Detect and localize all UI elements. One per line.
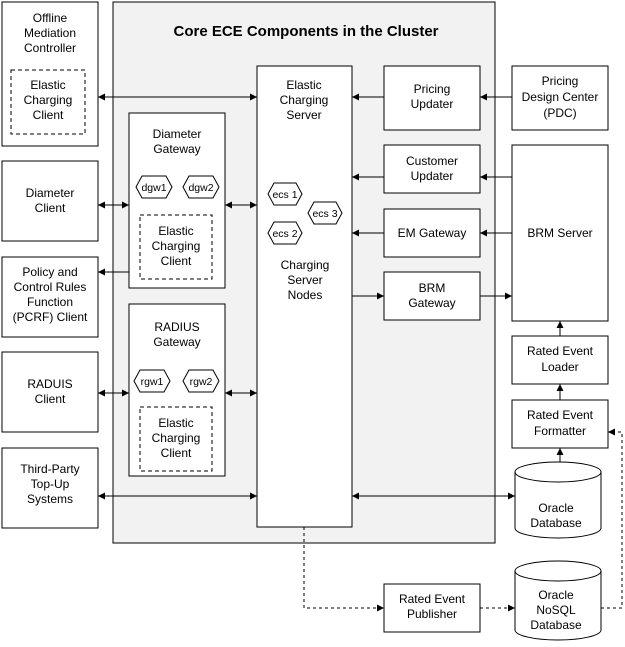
diameter-gateway: Diameter Gateway dgw1 dgw2 Elastic Charg… (128, 112, 226, 289)
svg-text:RADIUS: RADIUS (154, 320, 199, 334)
diagram-title: Core ECE Components in the Cluster (173, 23, 438, 40)
ecs1-node (267, 182, 303, 206)
rgw1-node (133, 369, 171, 393)
svg-text:ecs 3: ecs 3 (312, 208, 337, 220)
svg-text:Charging: Charging (281, 258, 330, 272)
svg-text:Design Center: Design Center (522, 90, 599, 104)
svg-text:dgw2: dgw2 (188, 182, 213, 194)
svg-text:Controller: Controller (24, 41, 76, 55)
svg-text:Policy and: Policy and (22, 265, 77, 279)
svg-text:Third-Party: Third-Party (20, 462, 79, 476)
pricing-design-center: Pricing Design Center (PDC) (511, 65, 609, 131)
dgw1-node (135, 175, 173, 199)
svg-text:Pricing: Pricing (542, 74, 579, 88)
third-party-top-up-systems: Third-Party Top-Up Systems (1, 447, 99, 529)
elastic-charging-client-diameter (139, 214, 213, 280)
svg-text:Client: Client (35, 201, 66, 215)
svg-text:Elastic: Elastic (158, 224, 193, 238)
connectors (98, 93, 623, 612)
svg-text:Gateway: Gateway (408, 296, 455, 310)
pricing-updater: Pricing Updater (383, 65, 481, 131)
svg-text:EM Gateway: EM Gateway (398, 226, 467, 240)
svg-text:Elastic: Elastic (158, 416, 193, 430)
svg-text:Gateway: Gateway (153, 335, 200, 349)
svg-text:(PCRF) Client: (PCRF) Client (13, 310, 88, 324)
svg-text:Formatter: Formatter (534, 424, 586, 438)
svg-text:rgw2: rgw2 (190, 376, 213, 388)
svg-text:Server: Server (287, 273, 322, 287)
brm-gateway: BRM Gateway (383, 271, 481, 321)
svg-text:Control Rules: Control Rules (14, 280, 87, 294)
oracle-database: Oracle Database (514, 461, 602, 539)
ecs3-node (307, 201, 343, 225)
radius-gateway: RADIUS Gateway rgw1 rgw2 Elastic Chargin… (128, 303, 226, 477)
brm-server: BRM Server (511, 144, 609, 322)
svg-text:RADUIS: RADUIS (27, 377, 72, 391)
svg-text:Nodes: Nodes (288, 288, 323, 302)
svg-text:Diameter: Diameter (153, 127, 202, 141)
elastic-charging-server: Elastic Charging Server ecs 1 ecs 3 ecs … (256, 65, 353, 528)
svg-text:Charging: Charging (24, 93, 73, 107)
customer-updater: Customer Updater (383, 144, 481, 194)
elastic-charging-client-omc (10, 69, 86, 135)
svg-text:Database: Database (530, 516, 582, 530)
svg-text:Rated Event: Rated Event (527, 408, 594, 422)
svg-text:Charging: Charging (152, 239, 201, 253)
svg-text:Pricing: Pricing (414, 82, 451, 96)
rated-event-loader: Rated Event Loader (511, 335, 609, 385)
pcrf-client: Policy and Control Rules Function (PCRF)… (1, 256, 99, 338)
svg-text:ecs 2: ecs 2 (272, 228, 297, 240)
svg-text:BRM: BRM (419, 281, 446, 295)
svg-text:Server: Server (286, 108, 321, 122)
svg-text:Systems: Systems (27, 492, 73, 506)
svg-text:Customer: Customer (406, 154, 458, 168)
svg-text:NoSQL: NoSQL (536, 603, 576, 617)
svg-text:rgw1: rgw1 (141, 376, 164, 388)
svg-text:Mediation: Mediation (24, 26, 76, 40)
offline-mediation-controller: Offline Mediation Controller Elastic Cha… (1, 1, 99, 147)
svg-text:ecs 1: ecs 1 (272, 189, 297, 201)
ecs2-node (267, 221, 303, 245)
svg-text:Updater: Updater (411, 169, 454, 183)
svg-text:Rated Event: Rated Event (527, 344, 594, 358)
diameter-client: Diameter Client (1, 160, 99, 242)
svg-text:Client: Client (161, 446, 192, 460)
svg-text:Client: Client (35, 392, 66, 406)
rated-event-formatter: Rated Event Formatter (511, 399, 609, 449)
svg-text:BRM Server: BRM Server (527, 226, 592, 240)
svg-text:Charging: Charging (152, 431, 201, 445)
svg-text:dgw1: dgw1 (141, 182, 166, 194)
svg-text:Elastic: Elastic (30, 78, 65, 92)
radius-client: RADUIS Client (1, 351, 99, 433)
svg-text:(PDC): (PDC) (543, 106, 576, 120)
oracle-nosql-database: Oracle NoSQL Database (514, 560, 602, 641)
rgw2-node (182, 369, 220, 393)
elastic-charging-client-radius (139, 406, 213, 472)
svg-text:Function: Function (27, 295, 73, 309)
svg-text:Rated Event: Rated Event (399, 592, 466, 606)
svg-text:Publisher: Publisher (407, 607, 457, 621)
svg-text:Diameter: Diameter (26, 186, 75, 200)
svg-text:Elastic: Elastic (286, 78, 321, 92)
svg-text:Gateway: Gateway (153, 142, 200, 156)
svg-text:Top-Up: Top-Up (31, 477, 70, 491)
svg-text:Client: Client (161, 254, 192, 268)
svg-text:Oracle: Oracle (538, 588, 574, 602)
rated-event-publisher: Rated Event Publisher (383, 583, 481, 633)
svg-text:Offline: Offline (33, 11, 68, 25)
svg-text:Database: Database (530, 618, 582, 632)
svg-text:Oracle: Oracle (538, 501, 574, 515)
svg-text:Client: Client (33, 108, 64, 122)
em-gateway: EM Gateway (383, 208, 481, 258)
dgw2-node (182, 175, 220, 199)
svg-text:Charging: Charging (280, 93, 329, 107)
svg-text:Updater: Updater (411, 97, 454, 111)
svg-text:Loader: Loader (541, 360, 578, 374)
